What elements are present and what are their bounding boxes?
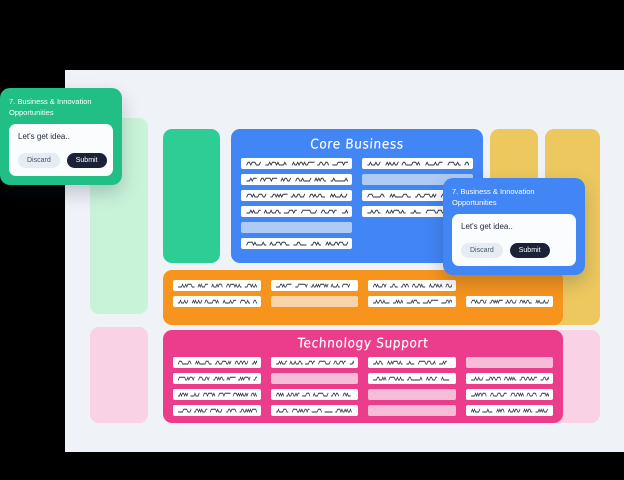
pale-pink-column[interactable]: [90, 327, 148, 423]
placeholder-card[interactable]: [368, 373, 456, 384]
placeholder-card[interactable]: [270, 296, 358, 307]
placeholder-card[interactable]: [173, 357, 261, 368]
discard-button[interactable]: Discard: [461, 243, 503, 258]
section-core-business[interactable]: Core Business: [231, 129, 483, 263]
placeholder-card[interactable]: [465, 405, 553, 416]
placeholder-card[interactable]: [362, 206, 473, 217]
placeholder-card[interactable]: [368, 296, 456, 307]
placeholder-card[interactable]: [173, 280, 261, 291]
idea-popup-large-actions: Discard Submit: [461, 243, 567, 258]
card-grid-technology-support: [173, 357, 553, 416]
section-technology-support[interactable]: Technology Support: [163, 330, 563, 423]
placeholder-card[interactable]: [362, 190, 473, 201]
idea-popup-small-input[interactable]: Let's get idea..: [18, 132, 70, 141]
idea-popup-small[interactable]: 7. Business & Innovation Opportunities L…: [0, 88, 122, 185]
card-grid-core-business: [241, 158, 473, 249]
placeholder-card[interactable]: [465, 296, 553, 307]
placeholder-card[interactable]: [241, 174, 352, 185]
idea-popup-small-actions: Discard Submit: [18, 153, 107, 168]
placeholder-card[interactable]: [173, 389, 261, 400]
discard-button[interactable]: Discard: [18, 153, 60, 168]
placeholder-card[interactable]: [270, 373, 358, 384]
card-grid-operations: [173, 280, 553, 307]
idea-popup-large[interactable]: 7. Business & Innovation Opportunities L…: [443, 178, 585, 275]
green-block-column[interactable]: [163, 129, 220, 263]
placeholder-card[interactable]: [241, 238, 352, 249]
placeholder-card[interactable]: [368, 405, 456, 416]
placeholder-card[interactable]: [241, 206, 352, 217]
submit-button[interactable]: Submit: [66, 153, 107, 168]
placeholder-card[interactable]: [465, 373, 553, 384]
placeholder-card[interactable]: [368, 389, 456, 400]
submit-button[interactable]: Submit: [509, 243, 550, 258]
idea-popup-small-title: 7. Business & Innovation Opportunities: [9, 97, 92, 117]
idea-popup-large-input[interactable]: Let's get idea..: [461, 222, 513, 231]
placeholder-card[interactable]: [241, 158, 352, 169]
placeholder-card[interactable]: [270, 357, 358, 368]
placeholder-card[interactable]: [368, 357, 456, 368]
idea-popup-large-title: 7. Business & Innovation Opportunities: [452, 187, 535, 207]
idea-popup-small-body: Let's get idea.. Discard Submit: [9, 124, 113, 176]
placeholder-card[interactable]: [270, 405, 358, 416]
placeholder-card[interactable]: [270, 280, 358, 291]
placeholder-card[interactable]: [465, 357, 553, 368]
section-title-core-business: Core Business: [309, 136, 405, 152]
placeholder-card[interactable]: [173, 405, 261, 416]
placeholder-card[interactable]: [465, 389, 553, 400]
section-operations[interactable]: [163, 270, 563, 325]
section-title-technology-support: Technology Support: [296, 335, 430, 351]
placeholder-card: [466, 280, 554, 291]
placeholder-card[interactable]: [241, 190, 352, 201]
placeholder-card[interactable]: [368, 280, 456, 291]
placeholder-card[interactable]: [241, 222, 352, 233]
placeholder-card[interactable]: [173, 373, 261, 384]
placeholder-card[interactable]: [362, 158, 473, 169]
placeholder-card[interactable]: [173, 296, 261, 307]
placeholder-card[interactable]: [270, 389, 358, 400]
idea-popup-large-body: Let's get idea.. Discard Submit: [452, 214, 576, 266]
placeholder-card[interactable]: [362, 174, 473, 185]
